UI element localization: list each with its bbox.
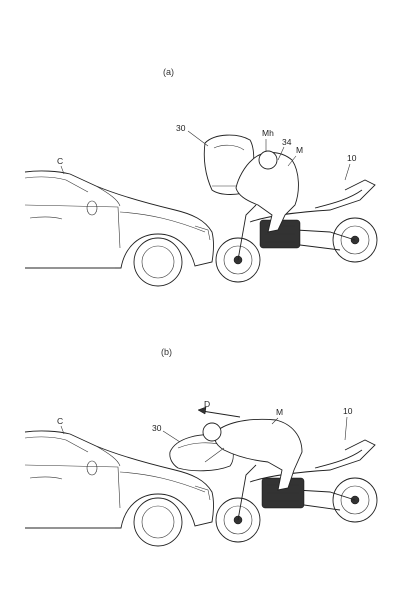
label-motorcycle-a: 10	[347, 153, 357, 163]
label-rider-a: M	[296, 145, 303, 155]
car-b: C	[24, 416, 214, 547]
car-a: C	[24, 156, 214, 287]
label-airbag-a: 30	[176, 123, 186, 133]
label-car-a: C	[57, 156, 63, 166]
label-rider-b: M	[276, 407, 283, 417]
panel-a: (a) C	[24, 67, 378, 287]
label-part34-a: 34	[282, 137, 292, 147]
label-car-b: C	[57, 416, 63, 426]
direction-arrow-d: D	[197, 399, 241, 418]
rider-b: M	[202, 407, 303, 491]
label-airbag-b: 30	[152, 423, 162, 433]
panel-b-caption: (b)	[161, 347, 172, 357]
label-head-a: Mh	[262, 128, 274, 138]
rider-a: Mh 34 M	[212, 128, 303, 233]
label-direction-b: D	[204, 399, 210, 409]
panel-b: (b) C	[24, 347, 378, 547]
panel-a-caption: (a)	[163, 67, 174, 77]
motorcycle-a: 10	[215, 153, 378, 283]
label-motorcycle-b: 10	[343, 406, 353, 416]
motorcycle-b: 10	[215, 406, 378, 543]
